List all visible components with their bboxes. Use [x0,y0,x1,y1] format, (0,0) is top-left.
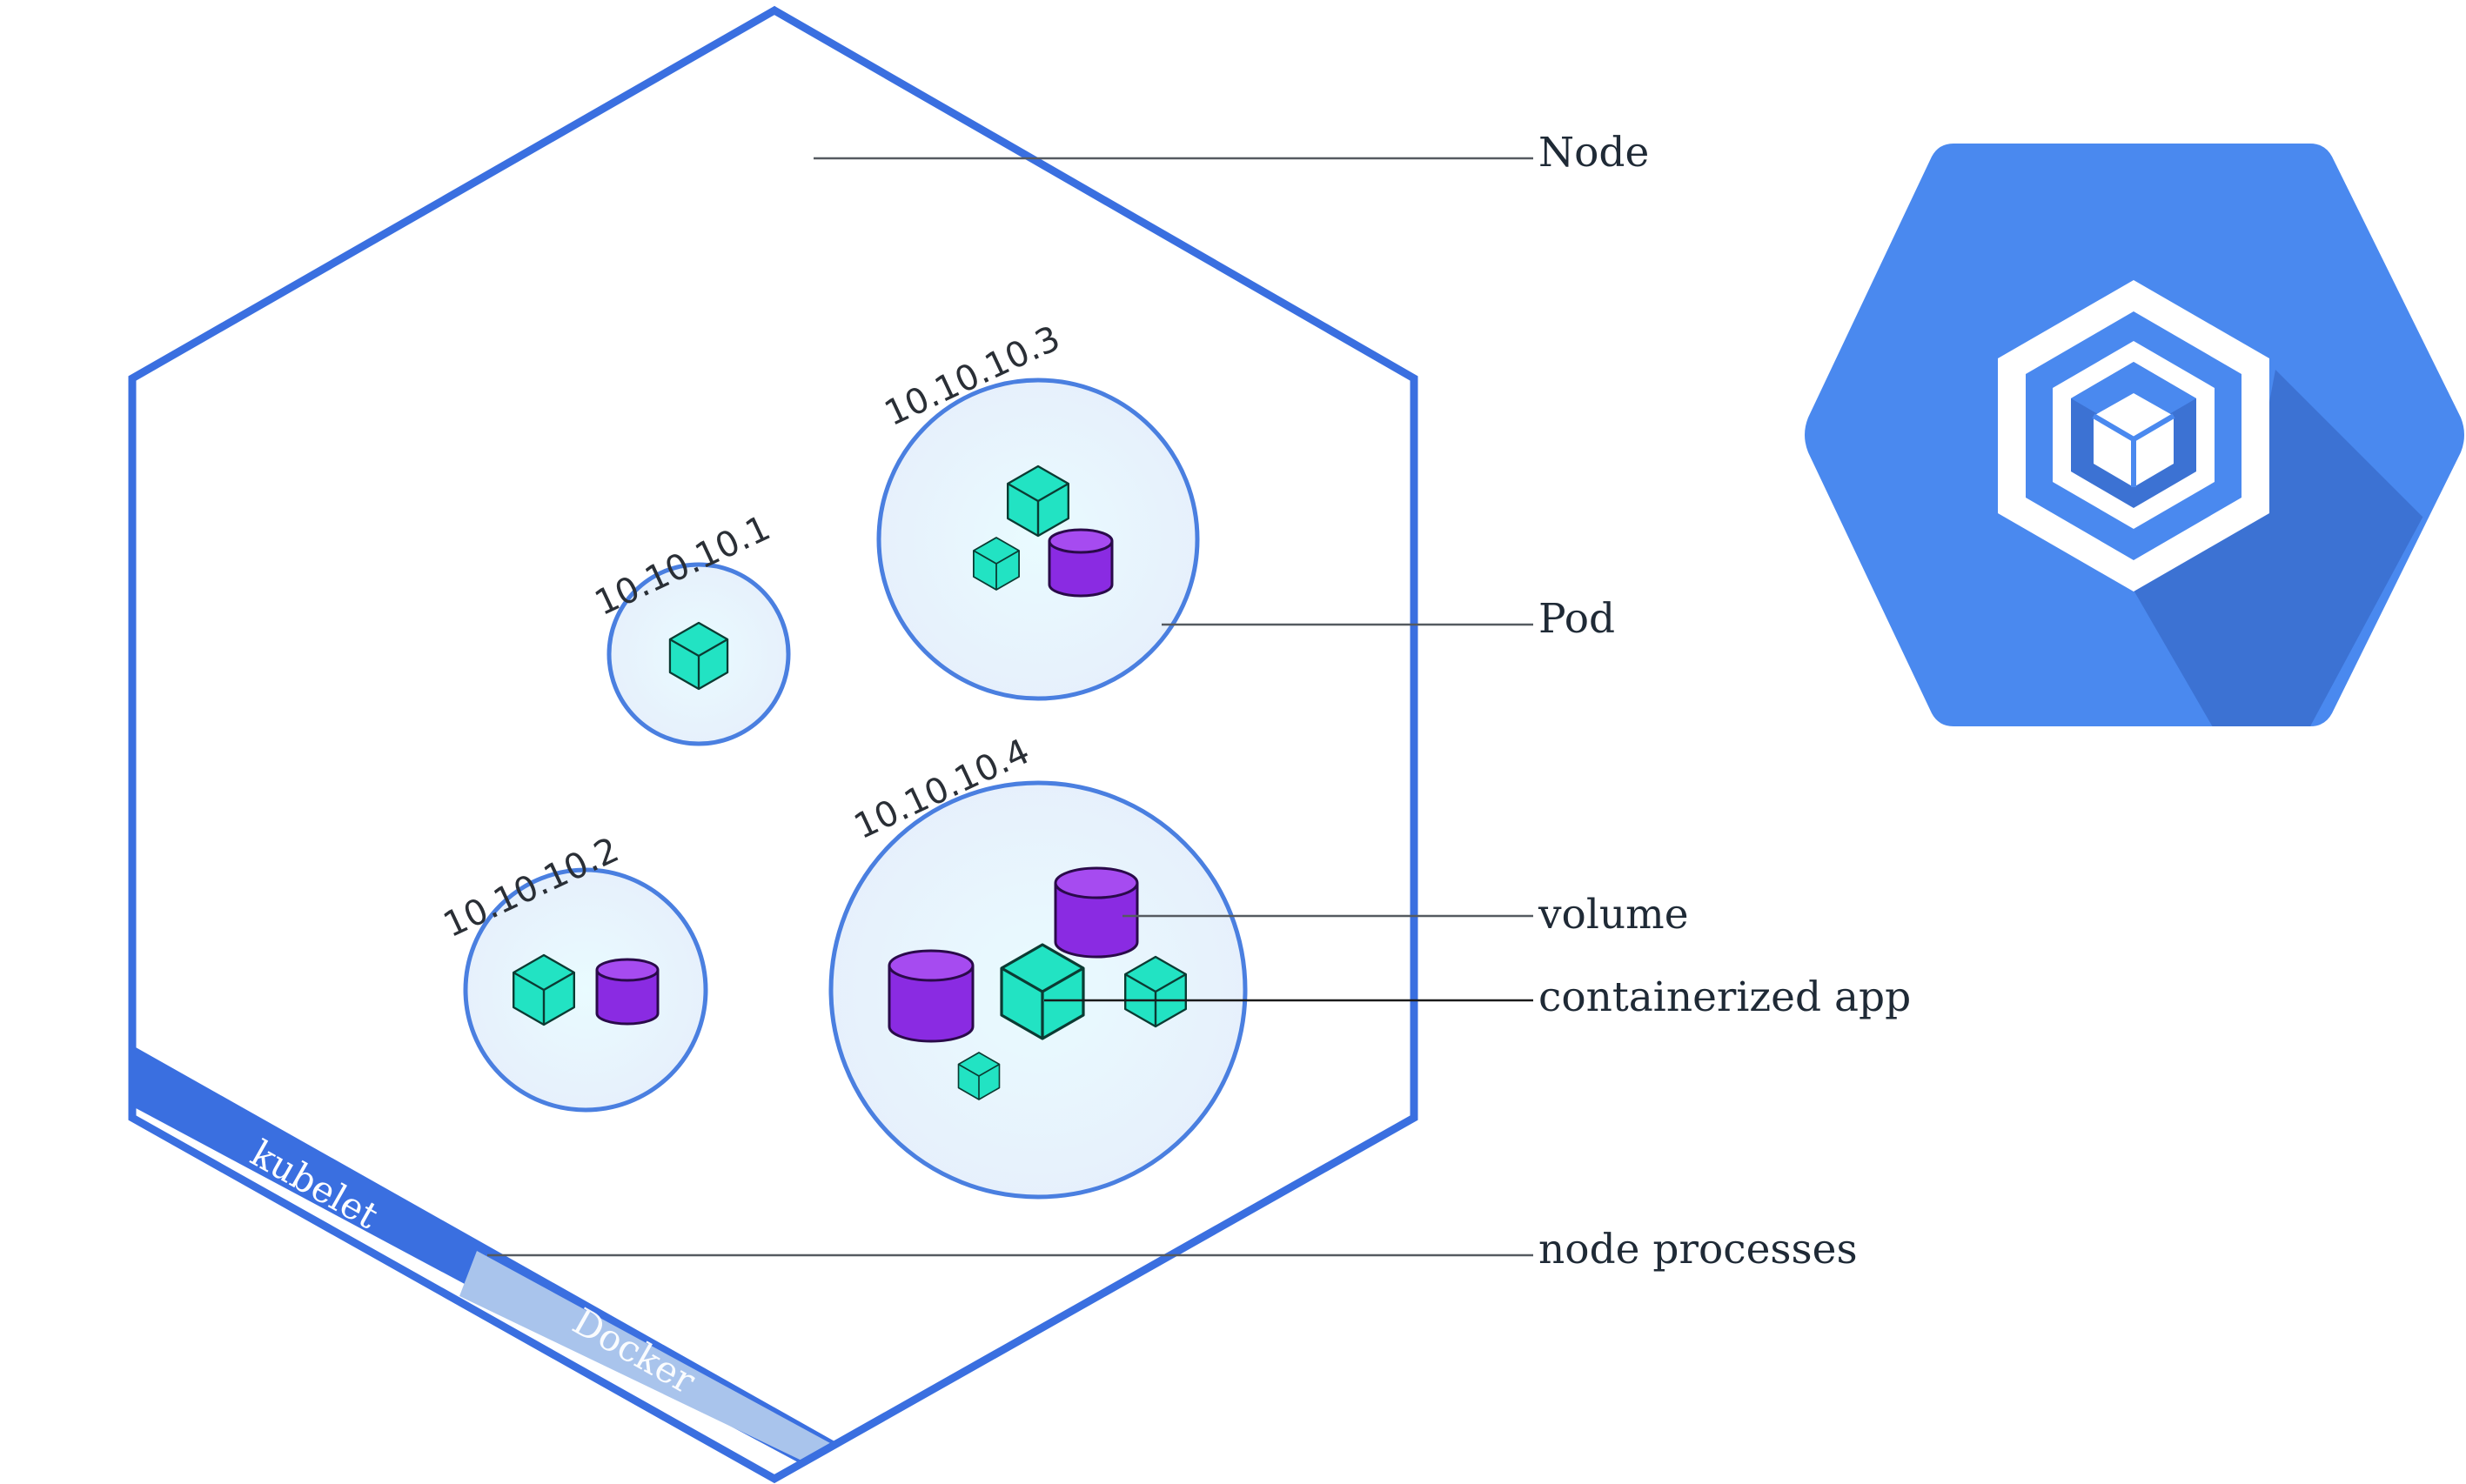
volume-cylinder-icon [595,958,660,1026]
node-processes-label: node processes [1538,1226,1858,1273]
volume-cylinder-icon [1048,528,1114,598]
volume-label: volume [1538,891,1689,939]
node-hexagon [128,5,1418,1484]
pod-4: 10.10.10.4 [828,732,1248,1200]
node-label: Node [1538,129,1649,177]
containerized-app-label: containerized app [1538,973,1911,1021]
kubernetes-engine-logo-icon [1805,144,2466,726]
docker-band [459,1251,870,1479]
leader-lines [487,157,1533,1257]
volume-cylinder-icon [888,949,975,1043]
pod-label: Pod [1538,595,1615,643]
volume-cylinder-icon [1054,866,1139,959]
